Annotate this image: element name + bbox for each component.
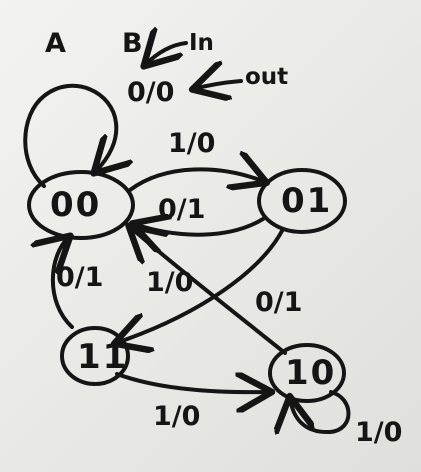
transition-01-to-00-label: 0/1	[158, 194, 205, 225]
state-11-node	[60, 326, 130, 386]
self-loop-10-label: 1/0	[355, 417, 402, 448]
state-01-label: 01	[281, 181, 332, 221]
transition-00-to-01-label: 1/0	[168, 128, 215, 159]
transition-10-to-00-label: 0/1	[255, 287, 302, 318]
transition-00-to-01-arrow	[128, 169, 265, 192]
transition-01-to-11-label: 1/0	[146, 267, 193, 298]
output-pointer-arrow	[194, 81, 243, 89]
transition-11-to-10-arrow	[115, 374, 270, 392]
key-transition-label: 0/0	[127, 77, 174, 108]
self-loop-00-arrow	[23, 83, 116, 188]
transition-10-to-00-arrow	[130, 227, 287, 355]
state-01-node	[257, 168, 347, 234]
output-annotation-label: out	[245, 64, 288, 90]
state-10-label: 10	[285, 353, 336, 393]
header-a-label: A	[45, 28, 66, 59]
transition-11-to-10-label: 1/0	[153, 401, 200, 432]
transition-00-to-11-label: 0/1	[56, 262, 103, 293]
state-00-node	[27, 170, 135, 240]
input-pointer-arrow	[145, 43, 188, 65]
state-00-label: 00	[50, 185, 101, 225]
self-loop-10-arrow	[290, 390, 351, 432]
transition-01-to-11-arrow	[116, 227, 285, 343]
transition-00-to-11-arrow	[53, 237, 74, 329]
header-b-label: B	[122, 28, 143, 59]
input-annotation-label: In	[189, 30, 214, 56]
